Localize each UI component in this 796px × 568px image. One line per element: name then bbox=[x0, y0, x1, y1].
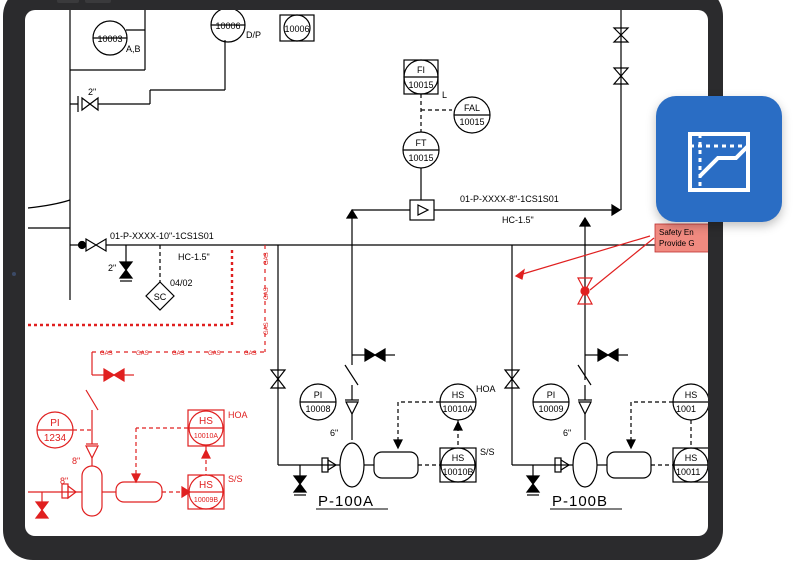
red-hs2-label: HS bbox=[199, 480, 213, 491]
tablet-button bbox=[85, 0, 111, 3]
chart-area-icon bbox=[688, 132, 750, 192]
tablet-camera bbox=[12, 272, 16, 276]
fi-label: FI bbox=[417, 65, 425, 75]
tablet-screen bbox=[25, 10, 708, 536]
gas-label: GAS bbox=[264, 252, 270, 265]
pump-b-label: P-100B bbox=[552, 493, 608, 510]
red-pi-label: PI bbox=[50, 418, 59, 429]
pump-a-label: P-100A bbox=[318, 493, 374, 510]
hs-b2-label: HS bbox=[685, 453, 698, 463]
instrument-tag: 10006 bbox=[215, 21, 240, 31]
sc-label: SC bbox=[154, 292, 167, 302]
line-number: 01-P-XXXX-8"-1CS1S01 bbox=[460, 194, 559, 204]
gas-label: GAS bbox=[100, 351, 113, 357]
sc-tag: 04/02 bbox=[170, 278, 193, 288]
red-pump-casing bbox=[81, 465, 103, 517]
red-hs2-tag: 10009B bbox=[194, 497, 218, 504]
red-hs1-label: HS bbox=[199, 416, 213, 427]
instrument-tag: 10006 bbox=[284, 24, 309, 34]
red-line-size: 8" bbox=[60, 476, 68, 486]
safety-note-box bbox=[654, 223, 708, 253]
instrument-sub: D/P bbox=[246, 30, 261, 40]
fal-label: FAL bbox=[464, 103, 480, 113]
red-hs2-side: S/S bbox=[228, 474, 243, 484]
line-size: 2" bbox=[108, 263, 116, 273]
hs-b1-tag: 1001 bbox=[676, 404, 696, 414]
hs-a2-tag: 10010B bbox=[442, 467, 473, 477]
hs-a1-side: HOA bbox=[476, 384, 496, 394]
line-number: 01-P-XXXX-10"-1CS1S01 bbox=[110, 231, 214, 241]
hs-a1-label: HS bbox=[452, 390, 465, 400]
line-size: 2" bbox=[88, 87, 96, 97]
hs-a2-side: S/S bbox=[480, 447, 495, 457]
heat-trace-label: HC-1.5" bbox=[502, 215, 534, 225]
sc-diamond bbox=[145, 281, 175, 311]
fal-tag: 10015 bbox=[459, 117, 484, 127]
hs-b1-label: HS bbox=[685, 390, 698, 400]
gas-label: GAS bbox=[208, 351, 221, 357]
instrument-tag: 10003 bbox=[97, 34, 122, 44]
hs-a2-label: HS bbox=[452, 453, 465, 463]
gas-label: GAS bbox=[264, 287, 270, 300]
gas-label: GAS bbox=[244, 351, 257, 357]
tablet-button bbox=[57, 0, 79, 3]
pi-b-label: PI bbox=[547, 390, 556, 400]
safety-note-line1: Safety En bbox=[659, 228, 694, 237]
pi-a-label: PI bbox=[314, 390, 323, 400]
safety-note-line2: Provide G bbox=[659, 239, 695, 248]
redline-markup bbox=[28, 235, 655, 519]
pid-drawing bbox=[27, 10, 708, 519]
line-size: 6" bbox=[563, 428, 571, 438]
ft-tag: 10015 bbox=[408, 153, 433, 163]
gas-label: GAS bbox=[172, 351, 185, 357]
red-line-size: 8" bbox=[72, 456, 80, 466]
red-hs1-side: HOA bbox=[228, 410, 248, 420]
pi-b-tag: 10009 bbox=[538, 404, 563, 414]
red-pi-tag: 1234 bbox=[44, 433, 67, 444]
fi-tag: 10015 bbox=[408, 80, 433, 90]
hs-b2-tag: 10011 bbox=[676, 467, 700, 477]
red-hs1-tag: 10010A bbox=[194, 433, 218, 440]
heat-trace-label: HC-1.5" bbox=[178, 252, 210, 262]
fi-side: L bbox=[442, 90, 447, 100]
line-size: 6" bbox=[330, 428, 338, 438]
hs-a1-tag: 10010A bbox=[442, 404, 473, 414]
ft-label: FT bbox=[416, 138, 427, 148]
redline-text: GAS GAS GAS GAS GAS GAS GAS GAS PI 1234 … bbox=[44, 252, 270, 504]
gas-label: GAS bbox=[136, 351, 149, 357]
app-icon-tile[interactable] bbox=[656, 96, 782, 222]
gas-label: GAS bbox=[264, 322, 270, 335]
pid-text: 10003 A,B 10006 D/P 10006 2" FI 10015 L … bbox=[44, 21, 700, 510]
pi-a-tag: 10008 bbox=[305, 404, 330, 414]
instrument-sub: A,B bbox=[126, 44, 141, 54]
